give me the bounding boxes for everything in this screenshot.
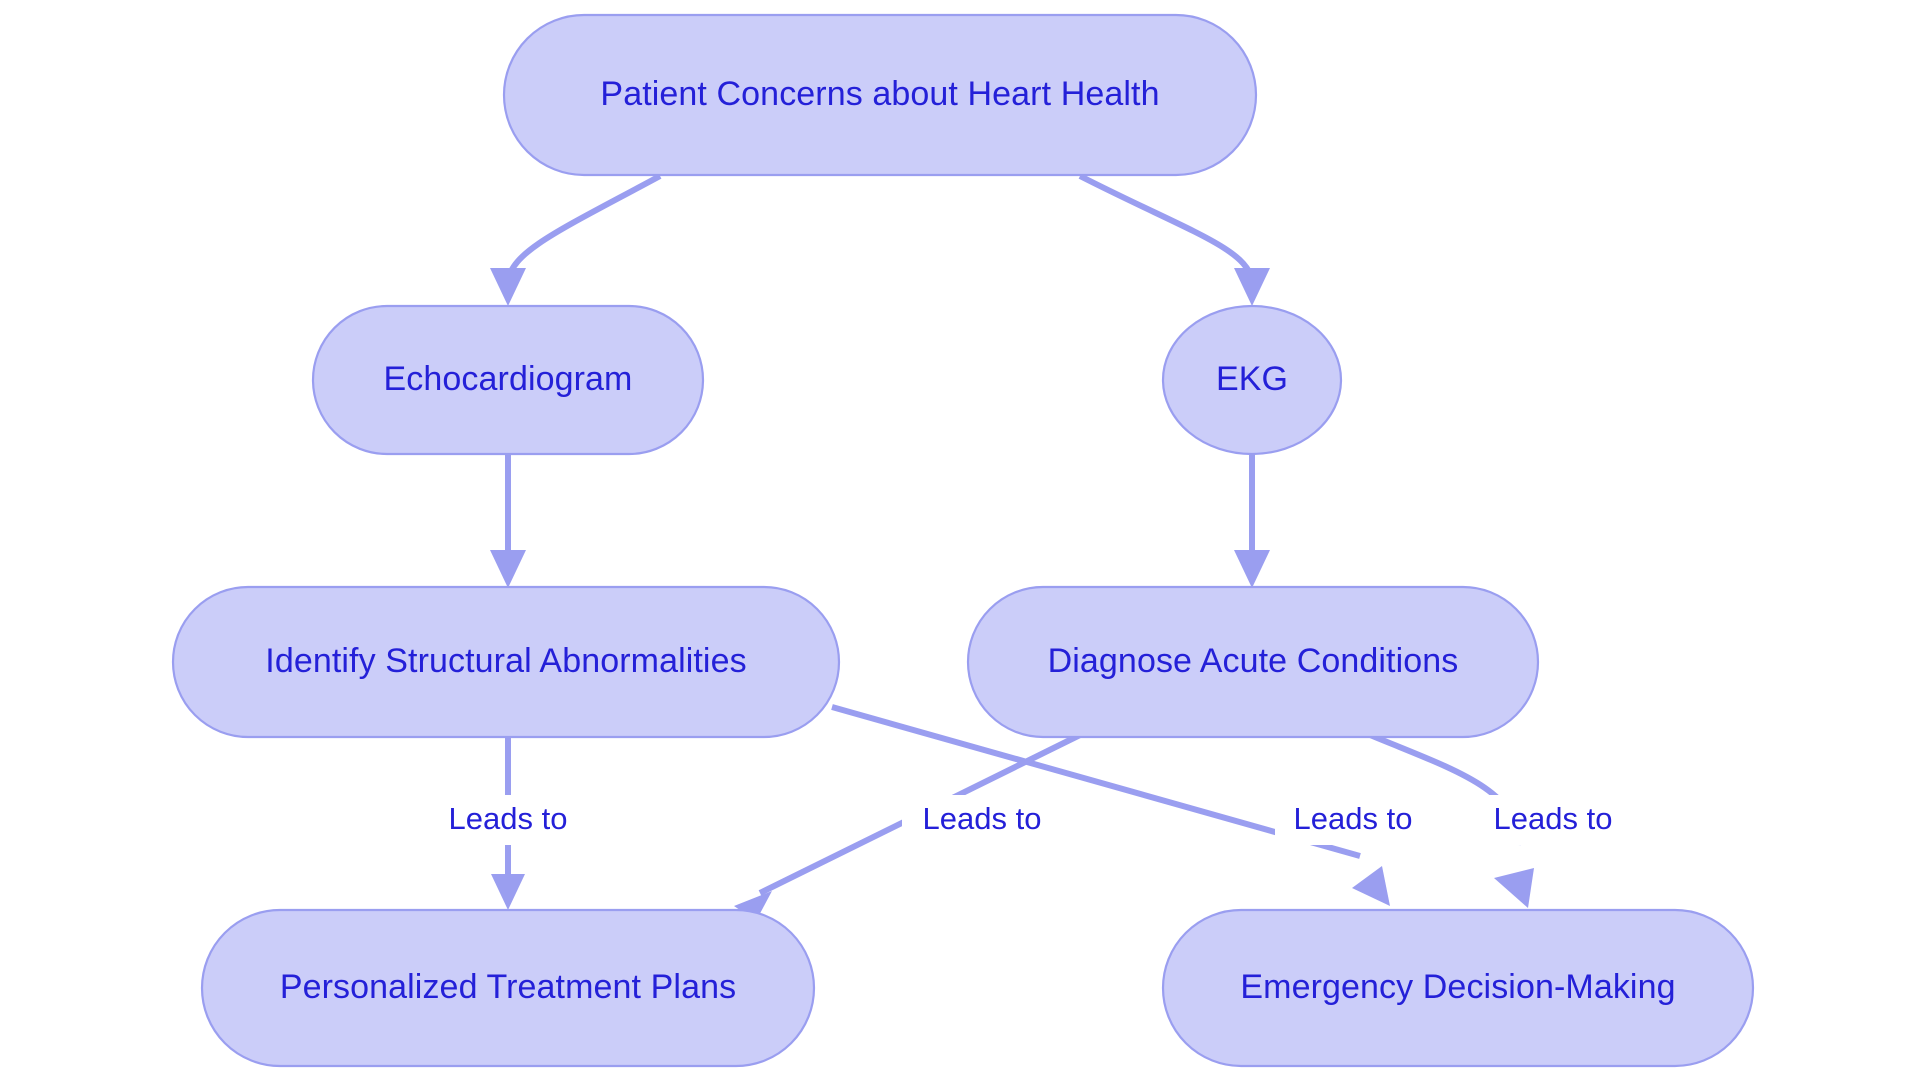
node-emergency-decisions[interactable]: Emergency Decision-Making: [1161, 908, 1755, 1068]
edge-label-backdrop: [428, 795, 588, 845]
edge-label-leads-to-2: Leads to: [902, 795, 1062, 845]
node-identify-structural[interactable]: Identify Structural Abnormalities: [171, 585, 841, 739]
node-treatment-plans[interactable]: Personalized Treatment Plans: [200, 908, 816, 1068]
node-shape-stadium: [502, 13, 1258, 177]
node-label: Patient Concerns about Heart Health: [600, 75, 1159, 113]
edges-layer: [490, 173, 1534, 921]
nodes-layer: Patient Concerns about Heart Health Echo…: [171, 13, 1755, 1068]
arrowhead-icon: [734, 891, 772, 921]
node-shape-stadium: [200, 908, 816, 1068]
node-shape-stadium: [1161, 908, 1755, 1068]
node-label: Echocardiogram: [384, 360, 633, 398]
node-shape-stadium: [966, 585, 1540, 739]
node-shape-ellipse: [1161, 304, 1343, 456]
edge-label-backdrop: [1275, 795, 1433, 845]
arrowhead-icon: [490, 268, 526, 306]
edge-label-text: Leads to: [923, 801, 1042, 836]
edge-labels-layer: Leads to Leads to Leads to Leads to: [428, 795, 1633, 845]
node-ekg[interactable]: EKG: [1161, 304, 1343, 456]
edge-label-leads-to-4: Leads to: [1475, 795, 1633, 845]
arrowhead-icon: [1494, 868, 1534, 908]
node-diagnose-acute[interactable]: Diagnose Acute Conditions: [966, 585, 1540, 739]
edge-label-backdrop: [1475, 795, 1633, 845]
edge-label-text: Leads to: [449, 801, 568, 836]
edge-path: [831, 704, 1361, 859]
edge-patient-concerns-to-echocardiogram[interactable]: [490, 173, 662, 306]
edge-path: [1078, 173, 1255, 281]
edge-label-text: Leads to: [1494, 801, 1613, 836]
arrowhead-icon: [1352, 866, 1390, 906]
arrowhead-icon: [1234, 550, 1270, 588]
edge-ekg-to-diagnose-acute[interactable]: [1234, 454, 1270, 588]
edge-label-leads-to-1: Leads to: [428, 795, 588, 845]
edge-path: [505, 173, 662, 281]
arrowhead-icon: [491, 874, 525, 910]
edge-label-text: Leads to: [1294, 801, 1413, 836]
edge-identify-structural-to-emergency-decisions[interactable]: [831, 704, 1390, 906]
node-label: Identify Structural Abnormalities: [265, 642, 746, 680]
node-patient-concerns[interactable]: Patient Concerns about Heart Health: [502, 13, 1258, 177]
edge-label-leads-to-3: Leads to: [1275, 795, 1433, 845]
node-label: Diagnose Acute Conditions: [1048, 642, 1459, 680]
edge-patient-concerns-to-ekg[interactable]: [1078, 173, 1270, 306]
node-echocardiogram[interactable]: Echocardiogram: [311, 304, 705, 456]
node-shape-stadium: [311, 304, 705, 456]
node-label: EKG: [1216, 360, 1288, 398]
node-label: Personalized Treatment Plans: [280, 968, 736, 1006]
arrowhead-icon: [1234, 268, 1270, 306]
node-label: Emergency Decision-Making: [1240, 968, 1675, 1006]
arrowhead-icon: [490, 550, 526, 588]
node-shape-stadium: [171, 585, 841, 739]
edge-label-backdrop: [902, 795, 1062, 845]
edge-echocardiogram-to-identify-structural[interactable]: [490, 454, 526, 588]
